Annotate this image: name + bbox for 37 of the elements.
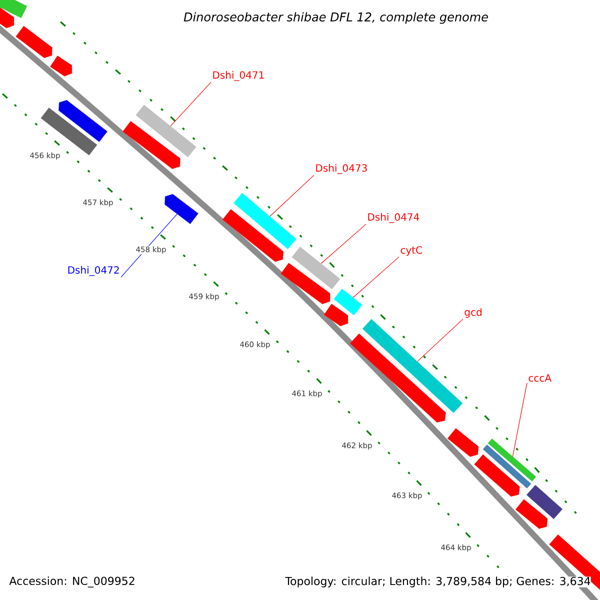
leader-line (120, 214, 178, 278)
gene-block (362, 319, 463, 413)
leader-line (352, 256, 400, 298)
gene-label: Dshi_0473 (316, 164, 367, 174)
gene-block (234, 192, 296, 250)
accession-text: Accession: NC_009952 (9, 576, 134, 588)
gene-label: gcd (464, 308, 482, 318)
gene-block (526, 484, 563, 520)
gene-label: Dshi_0472 (68, 266, 119, 276)
gene-block (350, 334, 446, 422)
genome-summary-text: Topology: circular; Length: 3,789,584 bp; Genes: 3,634 (285, 576, 591, 588)
gene-block (0, 6, 14, 28)
gene-block (222, 209, 284, 262)
leader-line (417, 318, 464, 362)
gene-block (136, 104, 196, 158)
gene-block (0, 0, 28, 18)
gene-block (324, 304, 348, 326)
gene-block (482, 444, 532, 488)
gene-block (474, 454, 520, 497)
leader-line (320, 224, 366, 264)
gene-block (515, 499, 548, 529)
gene-label: cccA (528, 374, 552, 382)
gene-label: Dshi_0474 (368, 213, 420, 223)
gene-block (292, 246, 340, 290)
gene-block (164, 194, 198, 224)
gene-block (334, 288, 362, 316)
leader-line (512, 382, 528, 457)
gene-label: cytC (400, 246, 422, 256)
gene-block (280, 262, 330, 304)
gene-block (448, 428, 479, 457)
gene-block (16, 26, 52, 58)
gene-block (122, 121, 180, 169)
gene-label: Dshi_0471 (213, 71, 264, 81)
gene-block (50, 56, 72, 76)
title: Dinoroseobacter shibae DFL 12, complete genome (184, 12, 488, 24)
gene-block (488, 438, 536, 482)
gene-block (58, 100, 108, 142)
